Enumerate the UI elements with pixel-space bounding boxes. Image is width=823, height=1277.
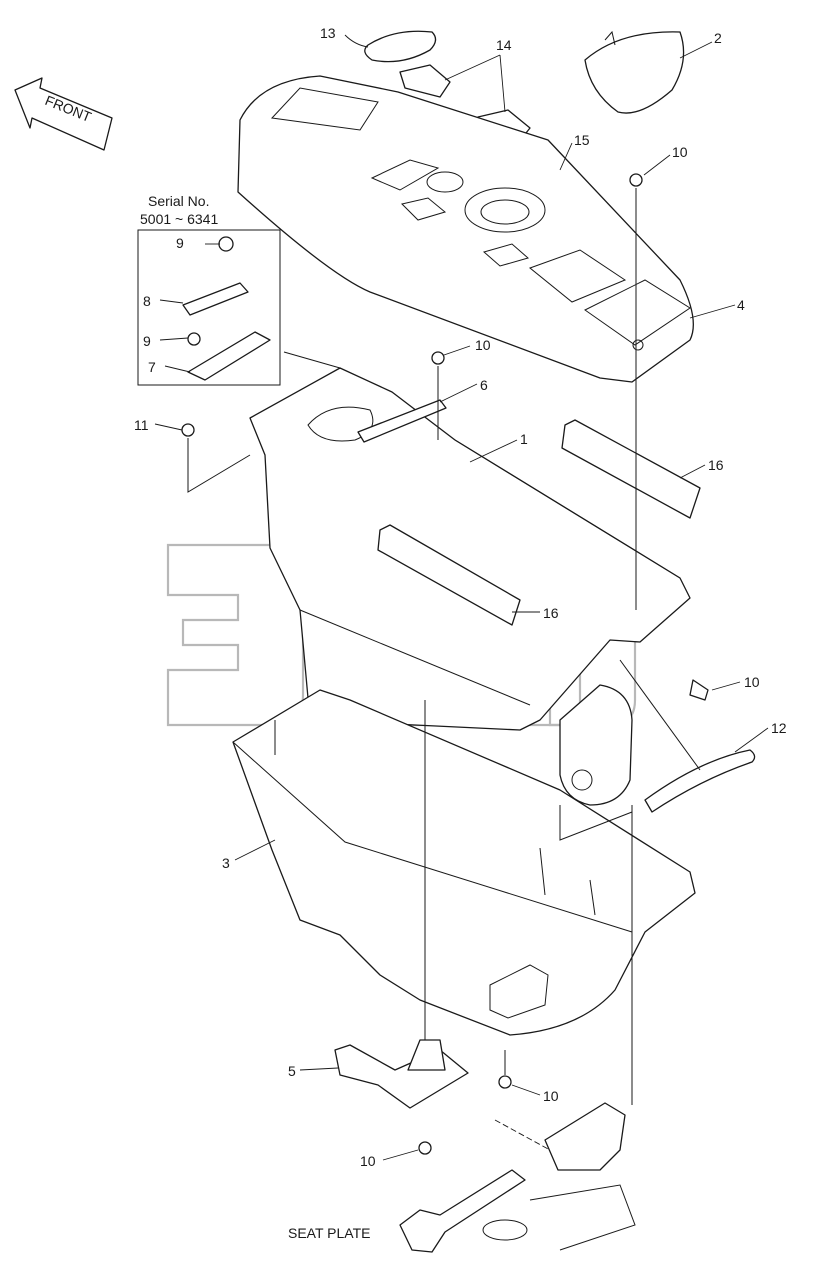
- part-16-foam-b: [377, 524, 521, 626]
- front-arrow: FRONT: [14, 77, 113, 151]
- part-12-gasket: [644, 749, 756, 813]
- callout-9-b: 9: [143, 333, 151, 349]
- callout-1: 1: [520, 431, 528, 447]
- callout-10-d: 10: [543, 1088, 559, 1104]
- callout-3: 3: [222, 855, 230, 871]
- callout-13: 13: [320, 25, 336, 41]
- callout-10-c: 10: [744, 674, 760, 690]
- callout-10-e: 10: [360, 1153, 376, 1169]
- callout-16-a: 16: [708, 457, 724, 473]
- callout-10-a: 10: [672, 144, 688, 160]
- part-2-lid: [584, 31, 685, 114]
- hinge: [559, 684, 633, 806]
- part-3-base: [232, 689, 696, 1036]
- part-16-foam-a: [561, 419, 701, 519]
- callout-4: 4: [737, 297, 745, 313]
- callout-15: 15: [574, 132, 590, 148]
- part-8-plate: [182, 282, 249, 316]
- callout-11: 11: [134, 417, 149, 433]
- callout-2: 2: [714, 30, 722, 46]
- callout-7: 7: [148, 359, 156, 375]
- callout-5: 5: [288, 1063, 296, 1079]
- part-1-housing: [249, 367, 691, 731]
- callout-6: 6: [480, 377, 488, 393]
- serial-heading: Serial No.: [148, 193, 209, 209]
- part-4-top-console: [237, 75, 694, 383]
- callout-12: 12: [771, 720, 787, 736]
- leader-lines: [154, 34, 769, 1161]
- serial-inset: Serial No. 5001 ~ 6341: [137, 193, 281, 386]
- part-7-plate: [187, 331, 271, 381]
- screws: [181, 173, 709, 1155]
- part-6-bracket: [357, 399, 447, 443]
- callout-14: 14: [496, 37, 512, 53]
- callout-9-a: 9: [176, 235, 184, 251]
- serial-range: 5001 ~ 6341: [140, 211, 218, 227]
- callout-8: 8: [143, 293, 151, 309]
- part-14-cap-a: [399, 64, 451, 98]
- callouts: 13 14 2 15 10 9 8 9 7 10 4 6 11 1 16 16 …: [134, 25, 787, 1169]
- seat-plate-label: SEAT PLATE: [288, 1225, 370, 1241]
- part-13-pad: [364, 30, 437, 63]
- part-5-bracket: [334, 1044, 469, 1109]
- seat-plate: [399, 1102, 636, 1253]
- callout-16-b: 16: [543, 605, 559, 621]
- assembly-lines: [187, 188, 701, 1151]
- callout-10-b: 10: [475, 337, 491, 353]
